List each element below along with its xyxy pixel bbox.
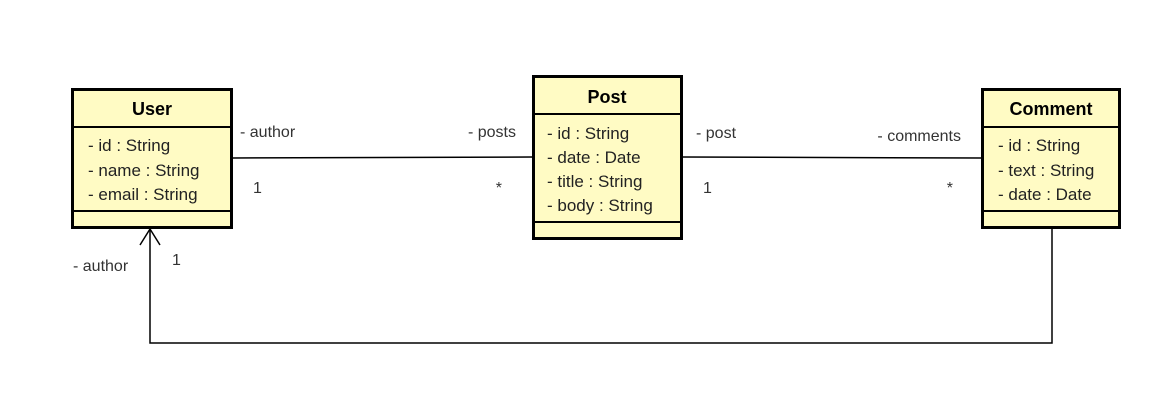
- class-comment-attr-0: - id : String: [998, 136, 1080, 155]
- class-comment-box[interactable]: [981, 88, 1121, 229]
- class-post-attr-0: - id : String: [547, 124, 629, 143]
- multiplicity-comment-user: 1: [172, 252, 181, 269]
- class-post-attr-3: - body : String: [547, 196, 653, 215]
- class-user-attr-1: - name : String: [88, 161, 200, 180]
- class-user[interactable]: User - id : String - name : String - ema…: [71, 88, 233, 229]
- class-comment-attr-2: - date : Date: [998, 185, 1092, 204]
- class-post-attr-1: - date : Date: [547, 148, 641, 167]
- role-label-post: - post: [696, 125, 737, 142]
- class-post[interactable]: Post - id : String - date : Date - title…: [532, 75, 683, 240]
- class-post-name: Post: [587, 87, 626, 107]
- class-user-attr-2: - email : String: [88, 185, 198, 204]
- role-label-user-posts: - posts: [468, 124, 516, 141]
- class-comment-attr-1: - text : String: [998, 161, 1094, 180]
- association-post-comment: - post 1 - comments *: [681, 125, 983, 197]
- role-label-comments: - comments: [877, 128, 961, 145]
- class-comment-name: Comment: [1009, 99, 1092, 119]
- class-post-box[interactable]: [532, 75, 683, 240]
- association-comment-user: - author 1: [73, 227, 1053, 344]
- class-user-name: User: [132, 99, 172, 119]
- class-post-attr-2: - title : String: [547, 172, 642, 191]
- class-user-box[interactable]: [71, 88, 233, 229]
- role-label-comment-author: - author: [73, 258, 129, 275]
- multiplicity-post-comment-post: 1: [703, 180, 712, 197]
- multiplicity-user-post-user: 1: [253, 180, 262, 197]
- multiplicity-user-post-post: *: [496, 180, 502, 197]
- association-user-post: - author 1 - posts *: [232, 124, 534, 197]
- association-line-user-post[interactable]: [232, 156, 534, 159]
- role-label-user-author: - author: [240, 124, 296, 141]
- association-line-comment-user[interactable]: [149, 228, 1053, 344]
- multiplicity-post-comment-comment: *: [947, 180, 953, 197]
- association-line-post-comment[interactable]: [681, 156, 983, 159]
- class-user-attr-0: - id : String: [88, 136, 170, 155]
- class-comment[interactable]: Comment - id : String - text : String - …: [981, 88, 1121, 229]
